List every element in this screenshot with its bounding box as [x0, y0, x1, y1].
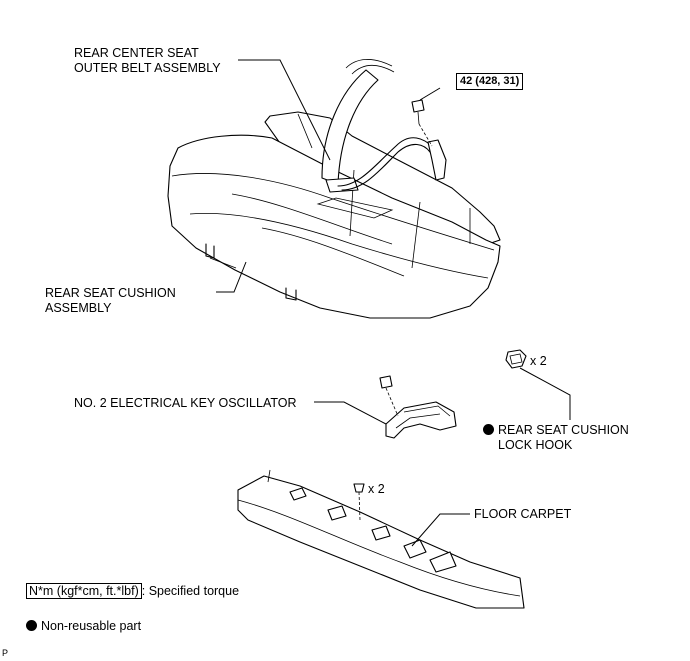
lock-hook-label-line2: LOCK HOOK — [498, 438, 573, 452]
lock-hook-quantity: x 2 — [530, 354, 547, 368]
non-reusable-dot-icon — [483, 424, 494, 435]
outer-belt-drawing — [321, 59, 447, 193]
outer-belt-label: REAR CENTER SEAT OUTER BELT ASSEMBLY — [74, 46, 221, 76]
torque-spec-box: 42 (428, 31) — [456, 73, 524, 90]
outer-belt-label-line1: REAR CENTER SEAT — [74, 46, 199, 60]
floor-carpet-label: FLOOR CARPET — [474, 507, 572, 521]
clip-quantity: x 2 — [368, 482, 385, 496]
lock-hook-label-text1: REAR SEAT CUSHION — [498, 423, 629, 437]
rear-seat-cushion-label-line2: ASSEMBLY — [45, 301, 112, 315]
lock-hook-label-line1: REAR SEAT CUSHION — [483, 423, 629, 438]
floor-carpet-drawing — [237, 469, 525, 609]
legend-torque-unit-box: N*m (kgf*cm, ft.*lbf) — [26, 583, 142, 599]
legend-non-reusable: Non-reusable part — [26, 619, 141, 634]
corner-code: P — [2, 648, 9, 658]
non-reusable-legend-dot-icon — [26, 620, 37, 631]
legend-non-reusable-desc: Non-reusable part — [41, 619, 142, 633]
rear-seat-cushion-drawing — [167, 111, 501, 319]
rear-seat-cushion-label: REAR SEAT CUSHION ASSEMBLY — [45, 286, 176, 316]
lock-hook-label: REAR SEAT CUSHION LOCK HOOK — [483, 423, 629, 453]
legend-torque: N*m (kgf*cm, ft.*lbf): Specified torque — [26, 583, 240, 599]
leader-lines — [216, 59, 571, 547]
lock-hook-drawing — [505, 349, 527, 369]
rear-seat-cushion-label-line1: REAR SEAT CUSHION — [45, 286, 176, 300]
key-oscillator-label: NO. 2 ELECTRICAL KEY OSCILLATOR — [74, 396, 297, 410]
key-oscillator-drawing — [379, 375, 457, 439]
legend-torque-desc: : Specified torque — [141, 584, 240, 598]
outer-belt-label-line2: OUTER BELT ASSEMBLY — [74, 61, 221, 75]
